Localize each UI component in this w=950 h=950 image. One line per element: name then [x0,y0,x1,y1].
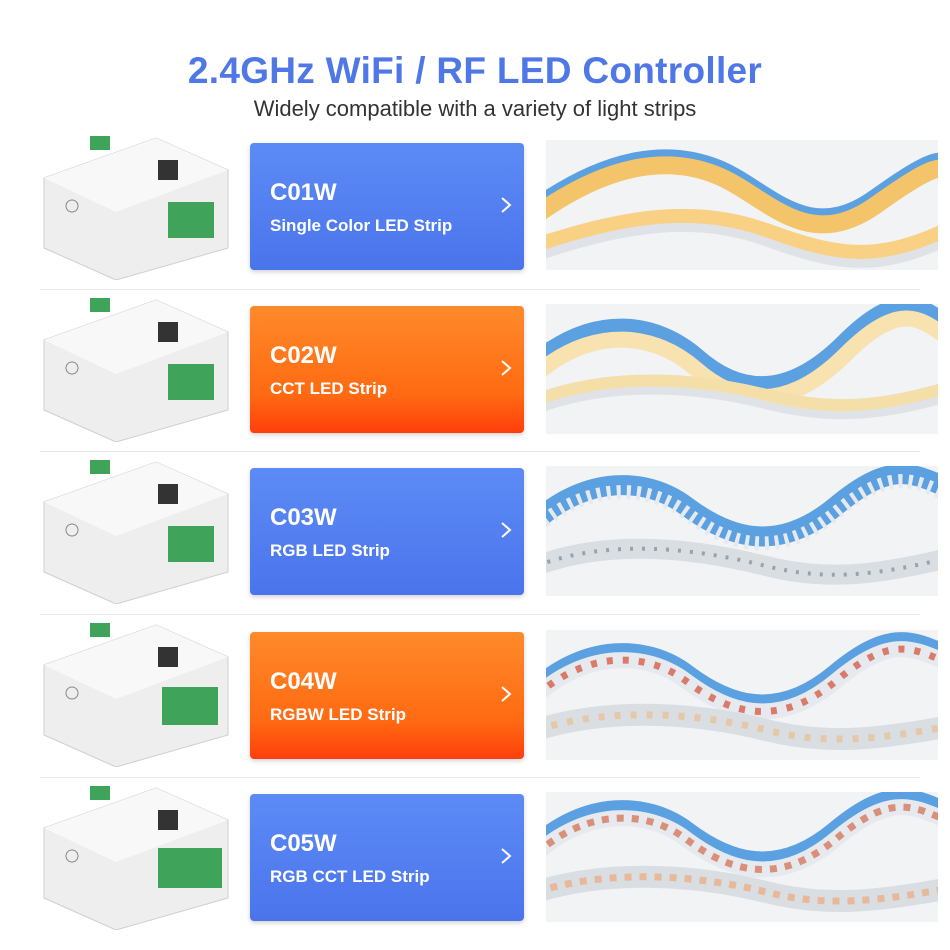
row-divider [40,289,920,290]
row-divider [40,614,920,615]
cert-mark-icon [65,849,79,863]
product-card-c04w[interactable]: C04W RGBW LED Strip [250,632,524,759]
controller-image [43,298,229,442]
qr-code-icon [158,484,178,504]
output-terminal-icon [168,364,214,400]
power-terminal-icon [90,298,110,312]
row-divider [40,451,920,452]
product-code: C01W [270,179,337,206]
strip-image-single-color [546,140,938,270]
header: 2.4GHz WiFi / RF LED Controller Widely c… [0,0,950,140]
product-code: C05W [270,830,337,857]
chevron-right-icon [501,848,512,864]
qr-code-icon [158,322,178,342]
chevron-right-icon [501,197,512,213]
strip-image-rgb [546,466,938,596]
product-card-c02w[interactable]: C02W CCT LED Strip [250,306,524,433]
cert-mark-icon [65,686,79,700]
product-label: Single Color LED Strip [270,216,453,235]
product-code: C02W [270,342,337,369]
controller-image [43,623,229,767]
chevron-right-icon [501,360,512,376]
qr-code-icon [158,647,178,667]
qr-code-icon [158,160,178,180]
product-row-c02w: C02W CCT LED Strip [0,292,950,452]
strip-image-cct [546,304,938,434]
product-label: RGB LED Strip [270,541,390,560]
strip-image-rgbw [546,630,938,760]
power-terminal-icon [90,460,110,474]
output-terminal-icon [162,687,218,725]
product-label: RGBW LED Strip [270,705,406,724]
product-code: C03W [270,504,337,531]
row-divider [40,777,920,778]
product-card-c05w[interactable]: C05W RGB CCT LED Strip [250,794,524,921]
power-terminal-icon [90,136,110,150]
page-title: 2.4GHz WiFi / RF LED Controller [187,50,763,91]
chevron-right-icon [501,522,512,538]
product-row-c04w: C04W RGBW LED Strip [0,617,950,777]
product-label: CCT LED Strip [270,379,388,398]
product-row-c03w: C03W RGB LED Strip [0,454,950,614]
product-code: C04W [270,668,337,695]
product-card-c01w[interactable]: C01W Single Color LED Strip [250,143,524,270]
output-terminal-icon [158,848,222,888]
output-terminal-icon [168,526,214,562]
product-card-c03w[interactable]: C03W RGB LED Strip [250,468,524,595]
strip-image-rgb-cct [546,792,938,922]
controller-image [43,460,229,604]
chevron-right-icon [501,686,512,702]
product-row-c01w: C01W Single Color LED Strip [0,130,950,290]
cert-mark-icon [65,199,79,213]
power-terminal-icon [90,623,110,637]
controller-image [43,136,229,280]
cert-mark-icon [65,523,79,537]
product-row-c05w: C05W RGB CCT LED Strip [0,780,950,940]
page-subtitle: Widely compatible with a variety of ligh… [253,96,697,121]
controller-image [43,786,229,930]
power-terminal-icon [90,786,110,800]
product-label: RGB CCT LED Strip [270,867,430,886]
output-terminal-icon [168,202,214,238]
qr-code-icon [158,810,178,830]
cert-mark-icon [65,361,79,375]
